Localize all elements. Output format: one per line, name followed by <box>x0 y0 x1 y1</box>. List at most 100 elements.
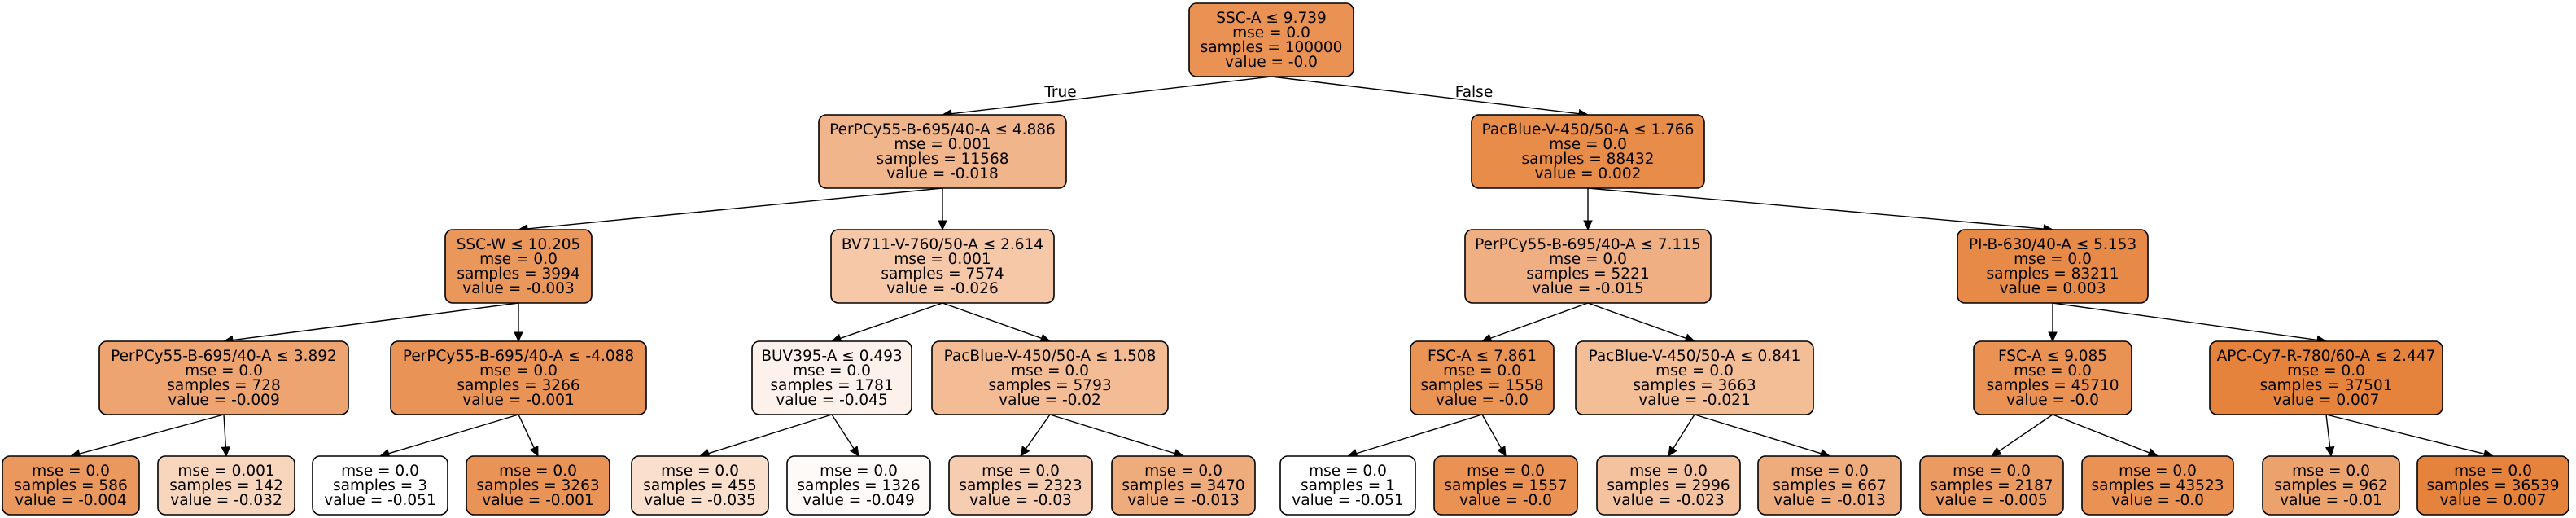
node-text-line: samples = 142 <box>169 477 282 494</box>
node-text-line: samples = 83211 <box>1986 266 2119 283</box>
edge-line <box>1271 76 1580 115</box>
node-box <box>830 229 1055 304</box>
edge-arrow <box>942 302 1052 343</box>
node-text-line: mse = 0.001 <box>894 136 991 153</box>
arrowhead-icon <box>1020 446 1030 457</box>
node-text-line: value = -0.01 <box>2280 492 2382 509</box>
node-text-line: BV711-V-760/50-A ≤ 2.614 <box>842 236 1043 253</box>
edge-arrow <box>1587 187 2054 234</box>
node-text-line: mse = 0.0 <box>2287 362 2365 380</box>
node-box <box>948 455 1093 516</box>
edge-arrow <box>830 302 943 343</box>
arrowhead-icon <box>2048 331 2058 343</box>
node-box <box>466 455 610 516</box>
edge-line <box>708 414 833 454</box>
node-text-line: mse = 0.0 <box>1232 24 1310 42</box>
node-text-line: samples = 3470 <box>1122 477 1244 494</box>
node-text-line: BUV395-A ≤ 0.493 <box>761 348 902 365</box>
node-text-line: samples = 7574 <box>881 266 1004 283</box>
edge-line <box>388 414 519 454</box>
node-text-line: samples = 43523 <box>2091 477 2224 494</box>
node-text-line: samples = 3263 <box>476 477 599 494</box>
edge-arrow <box>2325 414 2495 459</box>
edge-line <box>831 414 855 450</box>
node-text-line: mse = 0.0 <box>32 463 110 480</box>
edge-arrow <box>1049 414 1185 459</box>
node-text-line: samples = 455 <box>643 477 756 494</box>
node-text-line: PacBlue-V-450/50-A ≤ 1.508 <box>944 348 1157 365</box>
edge-arrow <box>517 187 943 234</box>
edge-line <box>232 302 519 341</box>
node-text-line: mse = 0.0 <box>793 362 871 380</box>
node-box <box>1410 340 1555 415</box>
node-text-line: samples = 3 <box>333 477 427 494</box>
node-text-line: samples = 100000 <box>1201 39 1343 56</box>
edge-line <box>1490 302 1589 339</box>
edge-line <box>527 187 943 230</box>
node-box <box>1973 340 2132 415</box>
node-text-line: PacBlue-V-450/50-A ≤ 0.841 <box>1589 348 1801 365</box>
node-box <box>1464 229 1712 304</box>
node-text-line: PerPCy55-B-695/40-A ≤ 4.886 <box>829 121 1056 138</box>
node-box <box>444 229 593 304</box>
false-edge-label: False <box>1455 84 1493 101</box>
node-text-line: mse = 0.0 <box>1629 463 1708 480</box>
node-text-line: mse = 0.0 <box>2292 463 2370 480</box>
node-text-line: value = -0.026 <box>886 280 998 297</box>
arrowhead-icon <box>1583 220 1593 231</box>
node-text-line: APC-Cy7-R-780/60-A ≤ 2.447 <box>2217 348 2436 365</box>
node-text-line: value = -0.0 <box>1225 54 1318 71</box>
node-text-line: mse = 0.0 <box>982 463 1060 480</box>
node-text-line: value = -0.0 <box>1459 492 1552 509</box>
node-text-line: value = -0.035 <box>644 492 755 509</box>
edge-arrow <box>1583 188 1593 231</box>
node-text-line: samples = 586 <box>14 477 127 494</box>
node-text-line: mse = 0.0 <box>661 463 739 480</box>
node-box <box>2 455 140 516</box>
node-text-line: mse = 0.0 <box>1953 463 2031 480</box>
node-text-line: samples = 37501 <box>2259 377 2392 394</box>
node-box <box>2416 455 2569 516</box>
node-text-line: value = 0.003 <box>2000 280 2106 297</box>
node-text-line: samples = 728 <box>167 377 280 394</box>
node-text-line: value = -0.0 <box>1436 392 1529 409</box>
edge-line <box>1025 414 1051 450</box>
edge-line <box>951 76 1272 115</box>
node-text-line: samples = 2187 <box>1930 477 2053 494</box>
edge-line <box>518 414 535 449</box>
node-text-line: mse = 0.0 <box>820 463 898 480</box>
node-text-line: value = -0.001 <box>462 392 574 409</box>
node-box <box>1596 455 1741 516</box>
node-box <box>1279 455 1416 516</box>
node-text-line: samples = 2996 <box>1607 477 1730 494</box>
true-edge-label: True <box>1043 84 1076 101</box>
edge-arrow <box>1480 302 1589 343</box>
node-text-line: PacBlue-V-450/50-A ≤ 1.766 <box>1482 121 1695 138</box>
node-box <box>2209 340 2443 415</box>
node-text-line: samples = 1326 <box>797 477 920 494</box>
edge-arrow <box>1020 414 1051 457</box>
node-text-line: mse = 0.0 <box>1467 463 1545 480</box>
node-text-line: samples = 1557 <box>1444 477 1567 494</box>
node-box <box>1433 455 1578 516</box>
node-box <box>2081 455 2234 516</box>
node-text-line: SSC-A ≤ 9.739 <box>1216 10 1327 27</box>
node-text-line: PerPCy55-B-695/40-A ≤ 3.892 <box>111 348 337 365</box>
node-box <box>98 340 349 415</box>
node-text-line: value = -0.02 <box>999 392 1101 409</box>
node-box <box>1757 455 1902 516</box>
node-text-line: value = -0.009 <box>168 392 279 409</box>
